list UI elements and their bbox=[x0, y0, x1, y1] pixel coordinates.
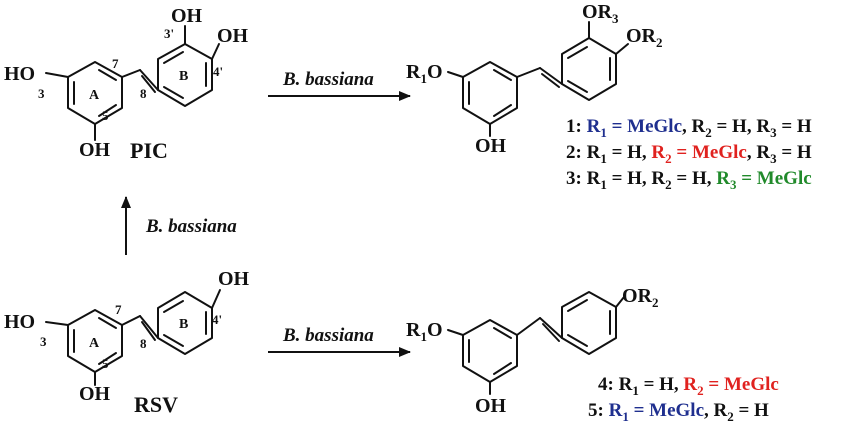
arrow-bottom-reagent: B. bassiana bbox=[282, 325, 374, 346]
rsv-ring-b: B bbox=[179, 317, 188, 332]
label-compound-2: 2: R1 = H, R2 = MeGlc, R3 = H bbox=[566, 142, 812, 166]
label-compound-1: 1: R1 = MeGlc, R2 = H, R3 = H bbox=[566, 116, 812, 140]
rsv-num-8: 8 bbox=[140, 336, 147, 351]
pic-oh-4p: OH bbox=[217, 25, 249, 47]
pic-num-3p: 3' bbox=[164, 26, 174, 41]
pic-ring-a: A bbox=[89, 88, 100, 103]
label-compound-4: 4: R1 = H, R2 = MeGlc bbox=[598, 374, 779, 398]
rsv-num-5: 5 bbox=[102, 356, 109, 371]
label-compound-5: 5: R1 = MeGlc, R2 = H bbox=[588, 400, 769, 424]
pic-num-4p: 4' bbox=[213, 64, 223, 79]
label-compound-3: 3: R1 = H, R2 = H, R3 = MeGlc bbox=[566, 168, 812, 192]
pic-num-3: 3 bbox=[38, 86, 45, 101]
product-top-r1o: R1O bbox=[406, 61, 443, 86]
pic-oh-3p: OH bbox=[171, 5, 203, 27]
product-top-structure bbox=[447, 21, 629, 137]
pic-oh-5: OH bbox=[79, 139, 111, 161]
pic-name: PIC bbox=[130, 138, 168, 163]
product-bottom-structure bbox=[447, 291, 625, 395]
product-bottom-r1o: R1O bbox=[406, 319, 443, 344]
rsv-name: RSV bbox=[134, 392, 178, 417]
rsv-oh-4p: OH bbox=[218, 268, 250, 290]
product-top-or2: OR2 bbox=[626, 25, 663, 50]
pic-ho-3: HO bbox=[4, 63, 35, 85]
product-bottom-or2: OR2 bbox=[622, 285, 659, 310]
rsv-ring-a: A bbox=[89, 336, 100, 351]
rsv-structure bbox=[45, 289, 221, 386]
pic-num-7: 7 bbox=[112, 56, 119, 71]
arrow-up-reagent: B. bassiana bbox=[145, 216, 237, 237]
product-top-oh: OH bbox=[475, 135, 507, 157]
rsv-oh-5: OH bbox=[79, 383, 111, 405]
arrow-top-reagent: B. bassiana bbox=[282, 69, 374, 90]
rsv-ho-3: HO bbox=[4, 311, 35, 333]
pic-num-5: 5 bbox=[102, 108, 109, 123]
rsv-num-3: 3 bbox=[40, 334, 47, 349]
pic-num-8: 8 bbox=[140, 86, 147, 101]
product-bottom-oh: OH bbox=[475, 395, 507, 417]
rsv-num-4p: 4' bbox=[212, 312, 222, 327]
pic-ring-b: B bbox=[179, 69, 188, 84]
product-top-or3: OR3 bbox=[582, 1, 619, 26]
pic-structure bbox=[45, 25, 220, 141]
rsv-num-7: 7 bbox=[115, 302, 122, 317]
